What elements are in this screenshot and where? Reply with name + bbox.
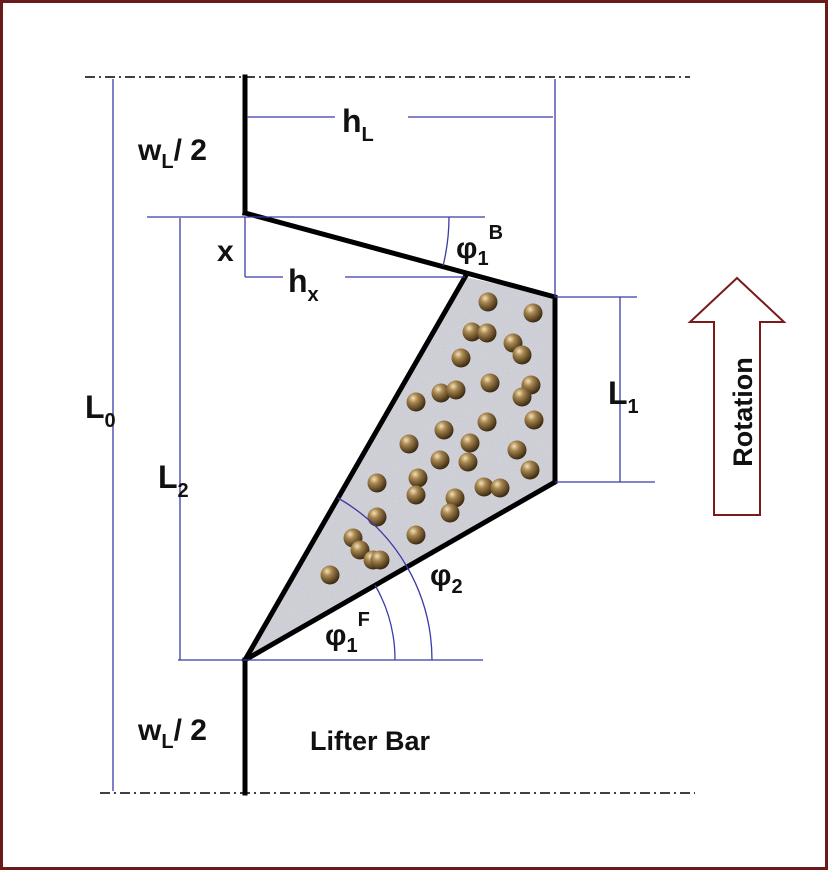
- grinding-ball: [320, 565, 340, 585]
- grinding-ball: [507, 440, 527, 460]
- grinding-balls: [320, 292, 544, 585]
- grinding-ball: [445, 488, 465, 508]
- grinding-ball: [512, 345, 532, 365]
- label-rotation: Rotation: [728, 357, 758, 466]
- grinding-ball: [462, 322, 482, 342]
- grinding-ball: [406, 392, 426, 412]
- grinding-ball: [408, 468, 428, 488]
- charge-texture: [245, 277, 555, 660]
- label-l0: L0: [85, 389, 116, 432]
- grinding-ball: [446, 380, 466, 400]
- grinding-ball: [431, 383, 451, 403]
- grinding-ball: [490, 478, 510, 498]
- grinding-ball: [430, 450, 450, 470]
- grinding-ball: [406, 485, 426, 505]
- grinding-ball: [480, 373, 500, 393]
- lifter-outline: [241, 209, 558, 664]
- charge-surface-line: [241, 273, 469, 664]
- grinding-ball: [520, 460, 540, 480]
- label-hl: hL: [342, 103, 374, 146]
- grinding-ball: [370, 550, 390, 570]
- grinding-ball: [524, 410, 544, 430]
- dimension-lines: [112, 79, 655, 791]
- grinding-ball: [350, 540, 370, 560]
- grinding-ball: [474, 477, 494, 497]
- label-phi1-b: φ1B: [456, 222, 503, 270]
- grinding-ball: [458, 452, 478, 472]
- grinding-ball: [406, 525, 426, 545]
- label-wl-half-bottom: wL/ 2: [137, 714, 207, 753]
- label-l2: L2: [158, 459, 189, 502]
- grinding-ball: [440, 503, 460, 523]
- grinding-ball: [477, 412, 497, 432]
- grinding-ball: [523, 303, 543, 323]
- label-l1: L1: [608, 375, 639, 418]
- rotation-arrow-icon: [687, 276, 787, 516]
- grinding-ball: [399, 434, 419, 454]
- label-phi2: φ2: [430, 559, 463, 598]
- grinding-ball: [460, 433, 480, 453]
- grinding-ball: [434, 420, 454, 440]
- label-wl-half-top: wL/ 2: [137, 134, 207, 173]
- grinding-ball: [512, 387, 532, 407]
- label-lifter-bar: Lifter Bar: [310, 726, 431, 756]
- label-phi1-f: φ1F: [325, 609, 370, 657]
- label-x: x: [217, 235, 234, 268]
- grinding-ball: [367, 473, 387, 493]
- grinding-ball: [477, 323, 497, 343]
- grinding-ball: [367, 507, 387, 527]
- grinding-ball: [478, 292, 498, 312]
- label-hx: hx: [288, 263, 319, 306]
- grinding-ball: [451, 348, 471, 368]
